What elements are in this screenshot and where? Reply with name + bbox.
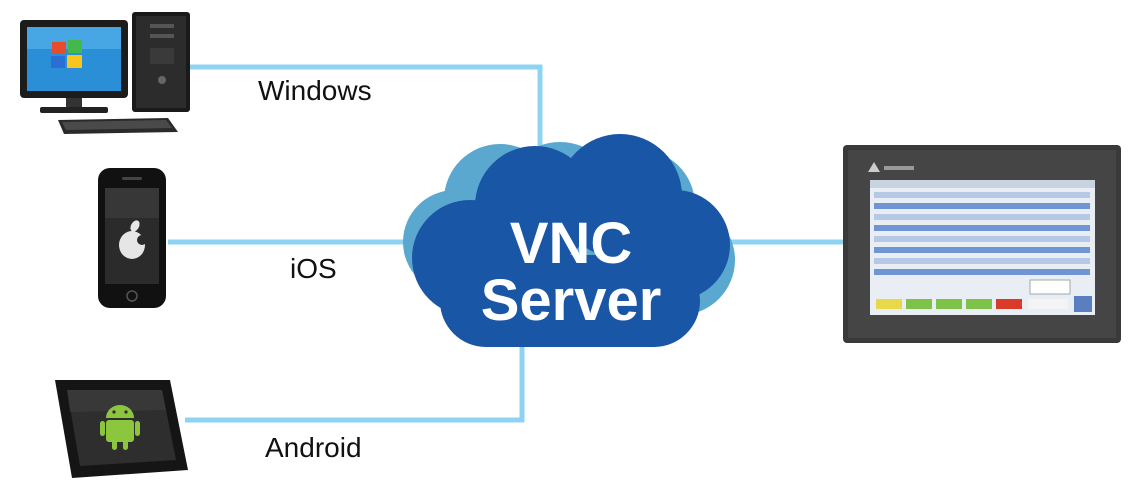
cloud-front-icon — [412, 134, 730, 347]
label-windows: Windows — [258, 75, 372, 106]
label-ios: iOS — [290, 253, 337, 284]
vnc-server-cloud: VNC Server — [403, 134, 735, 347]
connector-windows — [190, 64, 543, 150]
connector-android — [185, 345, 525, 423]
label-android: Android — [265, 432, 362, 463]
iphone-icon — [98, 168, 166, 308]
connectors — [168, 64, 845, 423]
cloud-title-line1: VNC — [510, 211, 632, 276]
cloud-title-line2: Server — [481, 268, 662, 333]
hmi-screen-rows — [874, 192, 1090, 275]
android-tablet-icon — [55, 380, 188, 478]
desktop-pc-icon — [20, 12, 190, 134]
hmi-touch-panel-icon — [843, 145, 1121, 343]
